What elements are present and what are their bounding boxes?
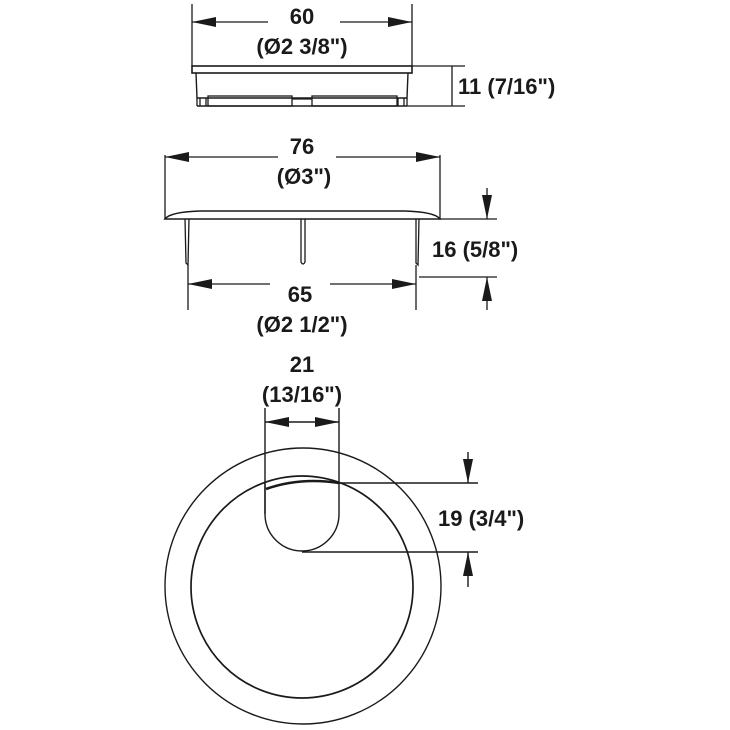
leg-left bbox=[184, 218, 190, 267]
tab-left bbox=[207, 95, 293, 107]
side-inner-mm: 65 bbox=[287, 282, 313, 307]
side-depth-label: 16 (5/8") bbox=[432, 237, 519, 262]
top-height-label: 11 (7/16") bbox=[458, 74, 556, 99]
leg-center bbox=[300, 219, 306, 265]
slot-width-in: (13/16") bbox=[261, 382, 343, 407]
side-profile-view bbox=[163, 152, 497, 310]
tab-right bbox=[311, 95, 398, 107]
side-inner-in: (Ø2 1/2") bbox=[256, 312, 348, 337]
body-outline bbox=[195, 72, 409, 99]
outer-ring bbox=[164, 447, 442, 725]
flange-top bbox=[191, 65, 413, 74]
top-width-in: (Ø2 3/8") bbox=[256, 34, 348, 59]
leg-right bbox=[415, 218, 420, 267]
top-profile-view bbox=[191, 4, 465, 107]
inner-ring bbox=[190, 475, 414, 699]
slot-lip bbox=[265, 479, 340, 491]
top-width-mm: 60 bbox=[289, 4, 315, 29]
plan-view bbox=[164, 408, 478, 725]
side-outer-in: (Ø3") bbox=[276, 164, 332, 189]
slot-width-mm: 21 bbox=[289, 352, 315, 377]
side-outer-mm: 76 bbox=[289, 134, 315, 159]
slot-depth-label: 19 (3/4") bbox=[438, 506, 525, 531]
lid-profile bbox=[163, 210, 442, 220]
cable-slot bbox=[264, 483, 340, 552]
